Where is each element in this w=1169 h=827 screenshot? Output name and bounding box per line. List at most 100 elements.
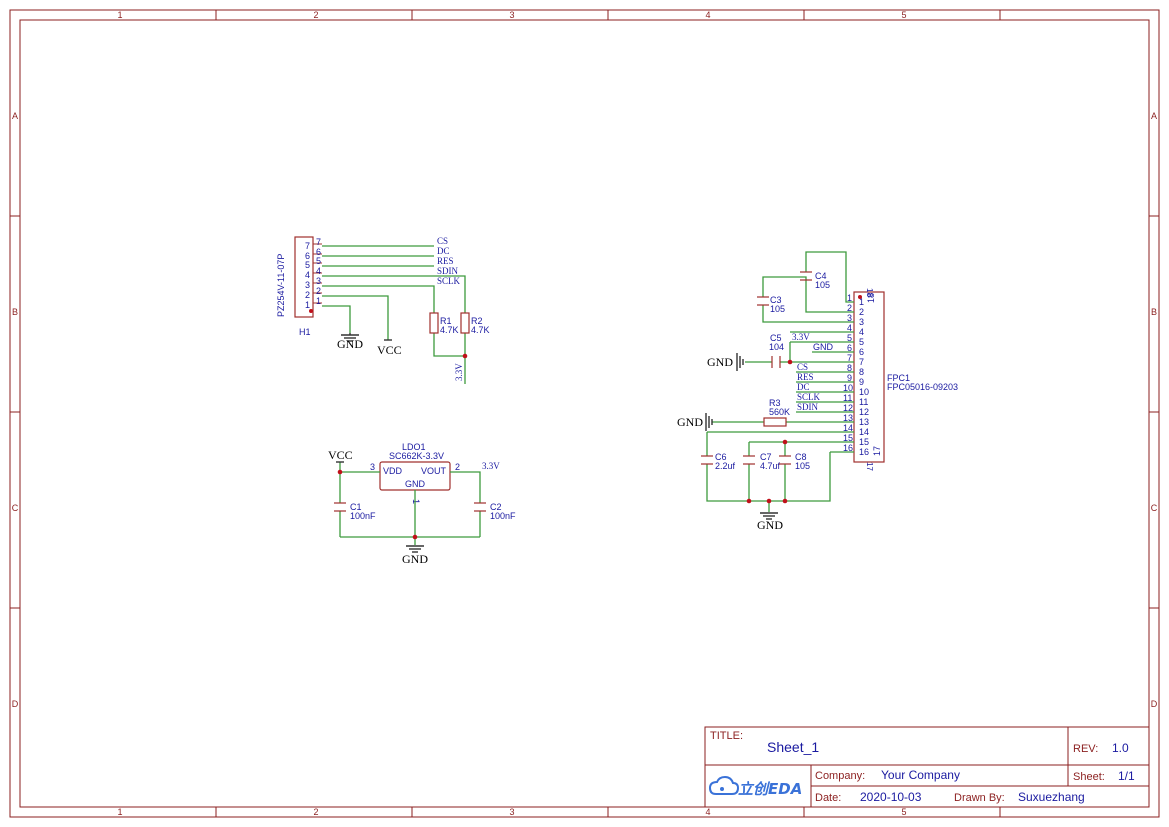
c6-value: 2.2uf [715, 461, 736, 471]
net-label-3v3-ldo: 3.3V [482, 461, 500, 471]
c4-value: 105 [815, 280, 830, 290]
drawn-by-label: Drawn By: [954, 792, 1005, 804]
resistor-r1[interactable] [429, 312, 439, 334]
capacitor-c3[interactable] [757, 296, 769, 306]
svg-text:13: 13 [843, 413, 853, 423]
svg-text:15: 15 [843, 433, 853, 443]
fpc-part: FPC05016-09203 [887, 382, 958, 392]
col-label-bottom-2: 2 [313, 807, 318, 817]
svg-text:6: 6 [859, 347, 864, 357]
company-label: Company: [815, 770, 865, 782]
col-label-bottom-4: 4 [705, 807, 710, 817]
c2-value: 100nF [490, 511, 516, 521]
h1-part-label: PZ254V-11-07P [276, 254, 286, 317]
svg-text:14: 14 [859, 427, 869, 437]
column-ticks [215, 10, 1001, 817]
svg-text:16: 16 [859, 447, 869, 457]
r1-value: 4.7K [440, 325, 459, 335]
col-label-top-1: 1 [117, 10, 122, 20]
c7-designator: C7 [760, 452, 772, 462]
sheet-label: Sheet: [1073, 771, 1105, 783]
net-label-dc: DC [437, 246, 450, 256]
r2-value: 4.7K [471, 325, 490, 335]
capacitor-c5[interactable] [771, 356, 781, 368]
h1-pin-label-4: 4 [305, 270, 310, 280]
resistor-r2[interactable] [460, 312, 470, 334]
svg-text:7: 7 [859, 357, 864, 367]
net-label-sdin-fpc: SDIN [797, 402, 819, 412]
capacitor-c4[interactable] [800, 271, 812, 281]
capacitor-c2[interactable] [474, 502, 486, 512]
c6-designator: C6 [715, 452, 727, 462]
row-ticks [10, 215, 1159, 609]
col-label-top-3: 3 [509, 10, 514, 20]
svg-text:6: 6 [847, 343, 852, 353]
c2-designator: C2 [490, 502, 502, 512]
net-label-sclk: SCLK [437, 276, 461, 286]
capacitor-c1[interactable] [334, 502, 346, 512]
svg-text:11: 11 [859, 397, 868, 407]
net-label-dc-fpc: DC [797, 382, 810, 392]
ldo-pin-num-1: 1 [411, 499, 421, 504]
capacitor-c8[interactable] [779, 455, 791, 465]
col-label-top-5: 5 [901, 10, 906, 20]
svg-text:7: 7 [847, 353, 852, 363]
capacitor-c6[interactable] [701, 455, 713, 465]
gnd-label-fpc-bottom: GND [757, 518, 783, 532]
fpc-pin-17-bottom: 17 [865, 462, 874, 471]
h1-pin-num-7: 7 [316, 237, 321, 247]
svg-text:10: 10 [843, 383, 853, 393]
gnd-symbol-c5 [736, 353, 744, 371]
svg-text:3: 3 [847, 313, 852, 323]
sheet-title: Sheet_1 [767, 739, 819, 755]
svg-text:4: 4 [859, 327, 864, 337]
svg-text:2: 2 [859, 307, 864, 317]
svg-text:8: 8 [859, 367, 864, 377]
drawn-by-value: Suxuezhang [1018, 790, 1085, 804]
junction-dot [787, 359, 793, 365]
col-label-top-2: 2 [313, 10, 318, 20]
row-label-left-b: B [12, 307, 18, 317]
date-label: Date: [815, 792, 841, 804]
svg-text:1: 1 [859, 297, 864, 307]
h1-pin-num-4: 4 [316, 266, 321, 276]
net-label-cs: CS [437, 236, 448, 246]
net-label-3v3-fpc: 3.3V [792, 332, 810, 342]
svg-text:12: 12 [843, 403, 853, 413]
h1-pin-label-6: 6 [305, 251, 310, 261]
junction-dot [746, 498, 752, 504]
capacitor-c7[interactable] [743, 455, 755, 465]
row-label-right-a: A [1151, 111, 1157, 121]
h1-wires [322, 245, 466, 384]
resistor-r3[interactable] [763, 417, 787, 427]
junction-dot [782, 498, 788, 504]
junction-dot [782, 439, 788, 445]
date-value: 2020-10-03 [860, 790, 922, 804]
h1-pin-num-1: 1 [316, 296, 321, 306]
net-label-3v3-h1: 3.3V [454, 363, 464, 381]
gnd-symbol-fpc-bottom [760, 512, 778, 520]
title-label: TITLE: [710, 730, 743, 742]
c4-designator: C4 [815, 271, 827, 281]
ldo-pin-num-2: 2 [455, 462, 460, 472]
ldo-pin-vdd: VDD [383, 466, 403, 476]
ldo-pin-vout: VOUT [421, 466, 447, 476]
col-label-bottom-3: 3 [509, 807, 514, 817]
r2-designator: R2 [471, 316, 483, 326]
c5-value: 104 [769, 342, 784, 352]
svg-text:2: 2 [847, 303, 852, 313]
svg-text:10: 10 [859, 387, 869, 397]
logo-text: 立创EDA [738, 780, 802, 798]
c3-designator: C3 [770, 295, 782, 305]
ldo-designator: LDO1 [402, 442, 426, 452]
row-label-right-c: C [1151, 503, 1158, 513]
col-label-bottom-1: 1 [117, 807, 122, 817]
connector-h1[interactable] [294, 236, 322, 318]
c1-value: 100nF [350, 511, 376, 521]
gnd-symbol-ldo [406, 545, 424, 553]
c7-value: 4.7uf [760, 461, 781, 471]
net-label-gnd-fpc: GND [813, 342, 834, 352]
company-value: Your Company [881, 768, 960, 782]
fpc-connector[interactable] [853, 291, 885, 463]
